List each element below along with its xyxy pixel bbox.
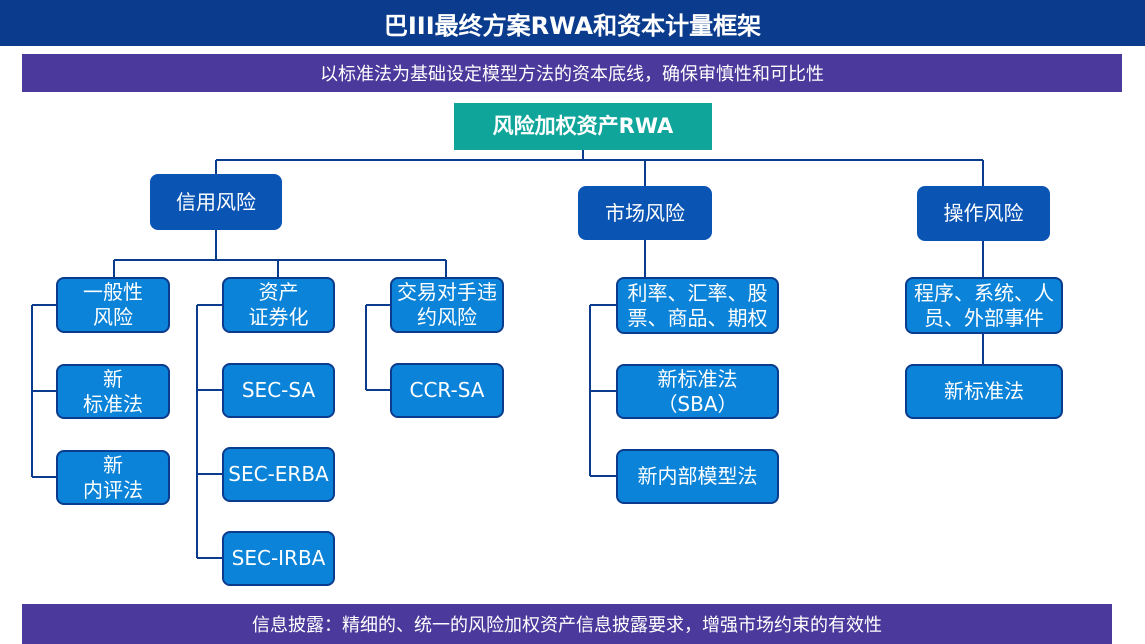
counterparty-default-risk-node: 交易对手违 约风险 [390, 277, 504, 333]
operational-risk-node: 操作风险 [917, 186, 1050, 241]
operational-new-standardized-node: 新标准法 [905, 364, 1063, 419]
operational-risk-scope-node: 程序、系统、人 员、外部事件 [905, 277, 1063, 334]
page-title: 巴III最终方案RWA和资本计量框架 [0, 0, 1145, 46]
market-internal-model-node: 新内部模型法 [616, 449, 779, 504]
general-risk-node: 一般性 风险 [56, 277, 170, 333]
new-irb-approach-node: 新 内评法 [56, 450, 170, 505]
sec-erba-node: SEC-ERBA [222, 447, 335, 502]
credit-risk-node: 信用风险 [150, 174, 282, 230]
market-risk-node: 市场风险 [578, 186, 712, 240]
sec-irba-node: SEC-IRBA [222, 531, 335, 586]
subtitle-banner: 以标准法为基础设定模型方法的资本底线，确保审慎性和可比性 [22, 54, 1122, 92]
sec-sa-node: SEC-SA [222, 363, 335, 418]
rwa-root-node: 风险加权资产RWA [454, 103, 712, 150]
new-standardized-approach-node: 新 标准法 [56, 364, 170, 419]
market-risk-scope-node: 利率、汇率、股 票、商品、期权 [616, 277, 779, 334]
disclosure-banner: 信息披露：精细的、统一的风险加权资产信息披露要求，增强市场约束的有效性 [22, 604, 1112, 644]
market-sba-node: 新标准法 （SBA） [616, 364, 779, 419]
securitization-node: 资产 证券化 [222, 277, 335, 333]
ccr-sa-node: CCR-SA [390, 363, 504, 418]
